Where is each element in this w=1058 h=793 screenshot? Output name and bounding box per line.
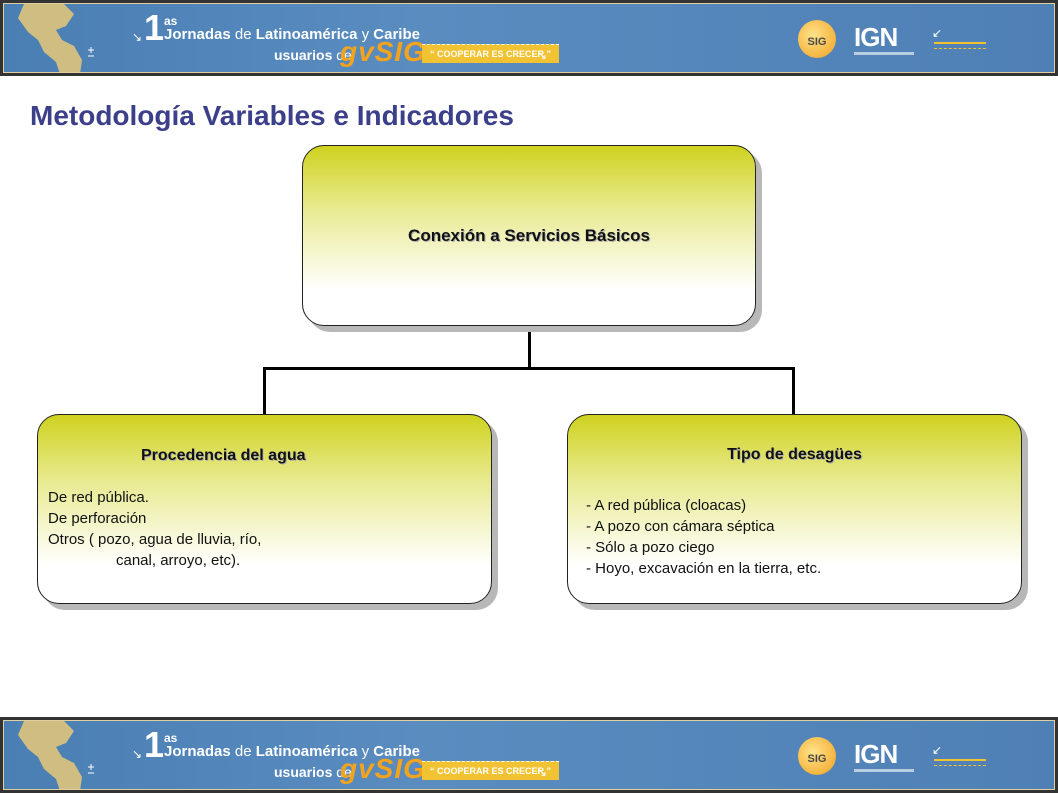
list-item: - Hoyo, excavación en la tierra, etc. — [586, 560, 822, 577]
edition-number: 1 — [144, 7, 165, 48]
connector-root-down — [528, 326, 531, 369]
banner-line-1: Jornadas de Latinoamérica y Caribe — [164, 743, 420, 760]
arrow-icon: ↘ — [132, 30, 143, 44]
edition-suffix: as — [164, 14, 178, 28]
arrow-icon: ↘ — [132, 747, 143, 761]
slogan-badge: “ COOPERAR ES CRECER ” — [422, 44, 560, 63]
connector-horizontal — [263, 367, 795, 370]
ign-logo-underline — [854, 769, 914, 772]
ign-logo: IGN — [854, 739, 898, 769]
arrow-icon: ↙ — [932, 26, 943, 40]
americas-map-icon — [18, 721, 94, 789]
decorative-line — [934, 765, 986, 767]
banner-panel: ↘ 1 as Jornadas de Latinoamérica y Carib… — [3, 3, 1055, 73]
slogan-badge: “ COOPERAR ES CRECER ” — [422, 761, 560, 780]
drainage-type-node: Tipo de desagües - A red pública (cloaca… — [567, 414, 1022, 604]
decorative-line — [934, 48, 986, 50]
decorative-line — [934, 759, 986, 761]
root-node: Conexión a Servicios Básicos — [302, 145, 756, 326]
list-item: Otros ( pozo, agua de lluvia, río, — [48, 531, 262, 548]
header-banner: ↘ 1 as Jornadas de Latinoamérica y Carib… — [0, 0, 1058, 76]
connector-left-down — [263, 367, 266, 414]
water-source-label: Procedencia del agua — [141, 447, 306, 464]
ign-logo-underline — [854, 52, 914, 55]
gvsig-logo: gvSIG — [340, 753, 426, 784]
root-node-label: Conexión a Servicios Básicos — [408, 226, 650, 245]
list-item: - Sólo a pozo ciego — [586, 539, 715, 556]
arrow-icon: ↘ — [537, 48, 548, 62]
list-item: De perforación — [48, 510, 147, 527]
banner-line-2: usuarios de — [274, 764, 352, 780]
arrow-icon: ↘ — [537, 765, 548, 779]
sig-logo-icon: SIG — [798, 20, 836, 58]
water-source-list: De red pública. De perforación Otros ( p… — [48, 487, 261, 571]
footer-banner: ↘ 1 as Jornadas de Latinoamérica y Carib… — [0, 717, 1058, 793]
water-source-node: Procedencia del agua De red pública. De … — [37, 414, 492, 604]
banner-line-1: Jornadas de Latinoamérica y Caribe — [164, 26, 420, 43]
connector-right-down — [792, 367, 795, 414]
decorative-line — [934, 42, 986, 44]
list-item: canal, arroyo, etc). — [116, 552, 241, 569]
list-item: - A pozo con cámara séptica — [586, 518, 775, 535]
americas-map-icon — [18, 4, 94, 72]
drainage-type-list: - A red pública (cloacas) - A pozo con c… — [586, 495, 821, 579]
edition-suffix: as — [164, 731, 178, 745]
banner-line-2: usuarios de — [274, 47, 352, 63]
list-item: - A red pública (cloacas) — [586, 497, 747, 514]
list-item: De red pública. — [48, 489, 149, 506]
arrow-icon: ↙ — [932, 743, 943, 757]
gvsig-logo: gvSIG — [340, 36, 426, 67]
edition-number: 1 — [144, 724, 165, 765]
banner-panel: ↘ 1 as Jornadas de Latinoamérica y Carib… — [3, 720, 1055, 790]
slide-title: Metodología Variables e Indicadores — [30, 100, 514, 131]
sig-logo-icon: SIG — [798, 737, 836, 775]
ign-logo: IGN — [854, 22, 898, 52]
drainage-type-label: Tipo de desagües — [727, 446, 862, 463]
